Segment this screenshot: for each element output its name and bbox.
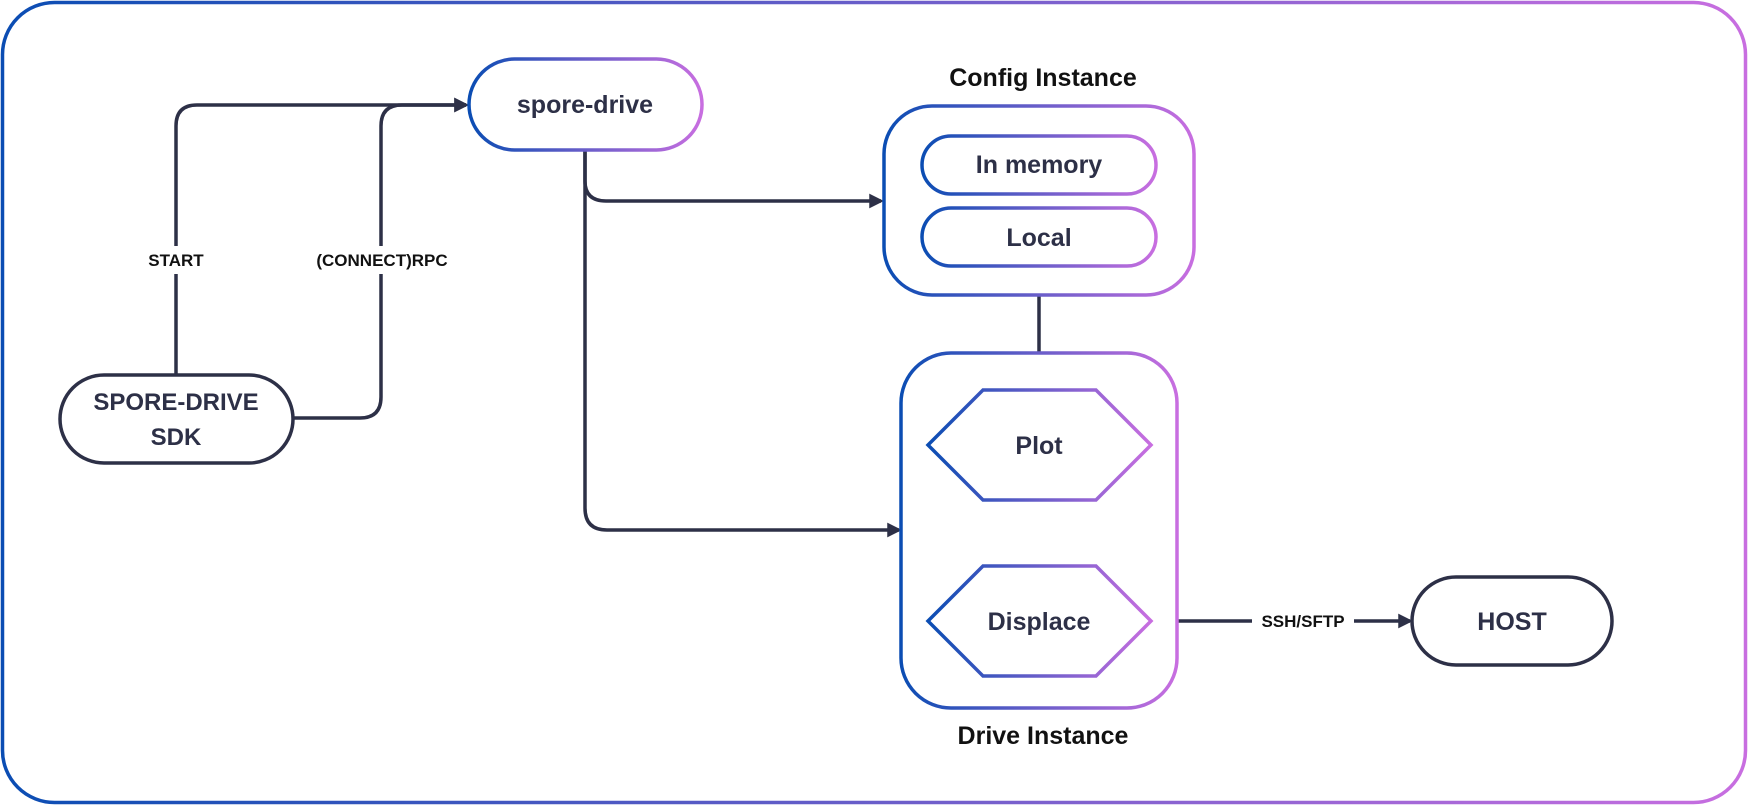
config-instance-title: Config Instance — [949, 64, 1137, 92]
plot-label: Plot — [1015, 432, 1063, 460]
edge-label-rpc: (CONNECT)RPC — [306, 246, 458, 274]
spore-drive-label: spore-drive — [517, 91, 653, 119]
edge-to-config — [583, 150, 884, 209]
start-label: START — [148, 251, 204, 270]
drive-instance-title: Drive Instance — [958, 722, 1129, 750]
step-plot[interactable]: Plot — [925, 388, 1154, 502]
sdk-label-line1: SPORE-DRIVE — [93, 389, 258, 416]
displace-label: Displace — [988, 608, 1091, 636]
config-item-local[interactable]: Local — [920, 206, 1158, 268]
node-spore-drive[interactable]: spore-drive — [467, 57, 704, 152]
edge-to-drive — [583, 150, 902, 538]
host-label: HOST — [1477, 608, 1546, 636]
step-displace[interactable]: Displace — [925, 564, 1154, 678]
rpc-label: (CONNECT)RPC — [316, 251, 447, 270]
edge-label-start: START — [140, 246, 212, 274]
in-memory-label: In memory — [976, 151, 1103, 179]
group-drive-instance: Plot Displace Drive Instance — [899, 351, 1179, 750]
node-host[interactable]: HOST — [1410, 575, 1614, 667]
local-label: Local — [1006, 224, 1071, 252]
sdk-label-line2: SDK — [151, 424, 202, 451]
node-sdk[interactable]: SPORE-DRIVE SDK — [58, 373, 295, 465]
group-config-instance: Config Instance In memory Local — [882, 64, 1196, 297]
edge-label-ssh: SSH/SFTP — [1252, 608, 1354, 634]
ssh-label: SSH/SFTP — [1261, 612, 1344, 631]
config-item-in-memory[interactable]: In memory — [920, 134, 1158, 196]
edge-start — [174, 97, 469, 375]
